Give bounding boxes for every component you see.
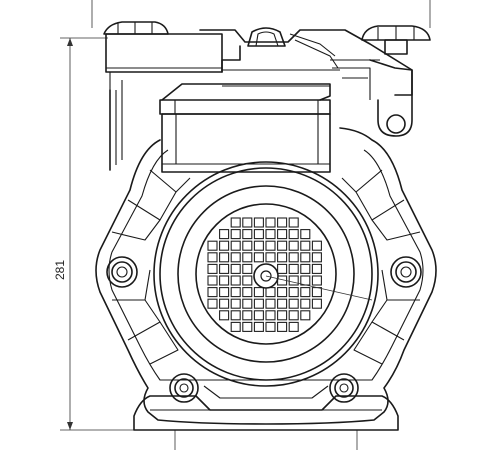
top-left-knob bbox=[103, 21, 169, 35]
bolt-hole-right bbox=[390, 256, 422, 288]
grill-cell bbox=[219, 275, 230, 286]
grill-cell bbox=[277, 321, 288, 332]
grill-cell bbox=[300, 310, 311, 321]
grill-cell bbox=[230, 240, 241, 251]
grill-cell bbox=[253, 298, 264, 309]
motor-fan-cover bbox=[153, 161, 379, 387]
bolt-hole-bottom-right bbox=[329, 373, 359, 403]
grill-cell bbox=[219, 298, 230, 309]
grill-cell bbox=[288, 275, 299, 286]
grill-cell bbox=[277, 298, 288, 309]
grill-cell bbox=[230, 287, 241, 298]
grill-cell bbox=[288, 217, 299, 228]
grill-cell bbox=[253, 310, 264, 321]
grill-cell bbox=[311, 240, 322, 251]
grill-cell bbox=[253, 321, 264, 332]
grill-cell bbox=[242, 252, 253, 263]
grill-cell bbox=[311, 298, 322, 309]
grill-cell bbox=[230, 217, 241, 228]
grill-cell bbox=[219, 252, 230, 263]
grill-cell bbox=[207, 287, 218, 298]
grill-cell bbox=[242, 263, 253, 274]
grill-cell bbox=[230, 263, 241, 274]
grill-cell bbox=[230, 310, 241, 321]
grill-cell bbox=[288, 321, 299, 332]
grill-cell bbox=[265, 252, 276, 263]
grill-cell bbox=[242, 229, 253, 240]
terminal-box bbox=[159, 83, 331, 173]
grill-cell bbox=[207, 240, 218, 251]
grill-cell bbox=[288, 287, 299, 298]
grill-cell bbox=[300, 240, 311, 251]
grill-cell bbox=[219, 287, 230, 298]
grill-cell bbox=[207, 263, 218, 274]
grill-cell bbox=[230, 298, 241, 309]
grill-cell bbox=[242, 321, 253, 332]
grill-cell bbox=[253, 252, 264, 263]
bolt-holes bbox=[106, 256, 422, 403]
grill-cell bbox=[277, 217, 288, 228]
grill-cell bbox=[277, 287, 288, 298]
grill-cell bbox=[300, 298, 311, 309]
grill-cell bbox=[265, 240, 276, 251]
grill-cell bbox=[219, 310, 230, 321]
grill-cell bbox=[242, 298, 253, 309]
grill-cell bbox=[265, 298, 276, 309]
grill-cell bbox=[300, 275, 311, 286]
grill-cell bbox=[242, 240, 253, 251]
pump-head-housing bbox=[105, 27, 413, 171]
grill-cell bbox=[288, 310, 299, 321]
dimension-lines bbox=[60, 0, 431, 450]
grill-cell bbox=[277, 240, 288, 251]
grill-cell bbox=[242, 275, 253, 286]
grill-cell bbox=[242, 287, 253, 298]
grill-cell bbox=[300, 229, 311, 240]
grill-cell bbox=[288, 252, 299, 263]
grill-cell bbox=[219, 229, 230, 240]
grill-cell bbox=[311, 275, 322, 286]
grill-cell bbox=[230, 275, 241, 286]
grill-cell bbox=[311, 263, 322, 274]
grill-cell bbox=[207, 252, 218, 263]
grill-cell bbox=[300, 263, 311, 274]
height-dimension-label: 281 bbox=[53, 260, 67, 280]
grill-cell bbox=[242, 217, 253, 228]
bolt-hole-left bbox=[106, 256, 138, 288]
grill-cell bbox=[288, 298, 299, 309]
grill-cell bbox=[230, 229, 241, 240]
grill-cell bbox=[265, 310, 276, 321]
grill-cell bbox=[265, 321, 276, 332]
grill-cell bbox=[288, 240, 299, 251]
grill-cell bbox=[300, 252, 311, 263]
grill-cell bbox=[219, 240, 230, 251]
grill-cell bbox=[253, 217, 264, 228]
grill-cell bbox=[277, 252, 288, 263]
grill-cell bbox=[311, 287, 322, 298]
grill-cell bbox=[300, 287, 311, 298]
grill-cell bbox=[277, 229, 288, 240]
grill-cell bbox=[311, 252, 322, 263]
fan-hub bbox=[253, 263, 373, 301]
grill-cell bbox=[277, 310, 288, 321]
grill-cell bbox=[253, 240, 264, 251]
bolt-hole-bottom-left bbox=[169, 373, 199, 403]
grill-cell bbox=[288, 229, 299, 240]
top-right-knob bbox=[361, 25, 431, 55]
grill-cell bbox=[219, 263, 230, 274]
grill-cell bbox=[207, 275, 218, 286]
grill-cell bbox=[277, 263, 288, 274]
grill-cell bbox=[207, 298, 218, 309]
grill-cell bbox=[265, 217, 276, 228]
grill-cell bbox=[265, 229, 276, 240]
grill-cell bbox=[265, 287, 276, 298]
grill-cell bbox=[242, 310, 253, 321]
grill-cell bbox=[288, 263, 299, 274]
grill-cell bbox=[230, 321, 241, 332]
grill-cell bbox=[230, 252, 241, 263]
grill-cell bbox=[253, 287, 264, 298]
grill-cell bbox=[253, 229, 264, 240]
